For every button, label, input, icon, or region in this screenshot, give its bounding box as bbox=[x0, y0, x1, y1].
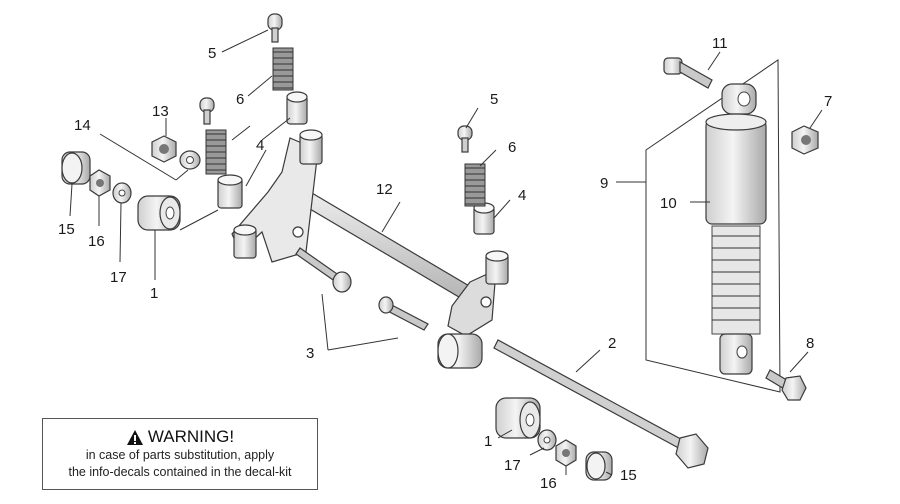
callout-8: 8 bbox=[806, 335, 814, 352]
nut-7 bbox=[791, 125, 819, 155]
callout-13: 13 bbox=[152, 103, 169, 120]
callout-5-right: 5 bbox=[490, 91, 498, 108]
bolt-8 bbox=[765, 369, 807, 401]
shock-absorber bbox=[645, 59, 781, 393]
callout-1-right: 1 bbox=[484, 433, 492, 450]
warning-title-row: WARNING! bbox=[43, 427, 317, 447]
warning-line-2: the info-decals contained in the decal-k… bbox=[68, 465, 292, 479]
callout-16-left: 16 bbox=[88, 233, 105, 250]
axle-rod-12 bbox=[286, 181, 478, 301]
bushing-1-left bbox=[137, 195, 181, 231]
bolt-3-upper bbox=[295, 247, 352, 293]
callout-9: 9 bbox=[600, 175, 608, 192]
callout-2: 2 bbox=[608, 335, 616, 352]
nut-16-left bbox=[89, 169, 111, 197]
spring-6-upper bbox=[272, 47, 294, 91]
callout-4-left: 4 bbox=[256, 137, 264, 154]
bolt-3-lower bbox=[378, 296, 429, 331]
warning-triangle-icon bbox=[126, 429, 143, 445]
bush-4-right bbox=[473, 202, 509, 285]
shock-spring bbox=[711, 225, 761, 335]
warning-title: WARNING! bbox=[147, 427, 235, 446]
callout-1-left: 1 bbox=[150, 285, 158, 302]
axle-bolt-2 bbox=[493, 339, 709, 469]
pivot-bush bbox=[437, 333, 483, 369]
callout-17-right: 17 bbox=[504, 457, 521, 474]
washer-17-left bbox=[112, 182, 132, 204]
cap-15-right bbox=[585, 451, 613, 481]
callout-15-left: 15 bbox=[58, 221, 75, 238]
callout-12: 12 bbox=[376, 181, 393, 198]
washer-17-right bbox=[537, 429, 557, 451]
callout-11: 11 bbox=[712, 35, 728, 52]
callout-17-left: 17 bbox=[110, 269, 127, 286]
callout-6-right: 6 bbox=[508, 139, 516, 156]
nut-13 bbox=[151, 135, 177, 163]
callout-10: 10 bbox=[660, 195, 677, 212]
bolt-11 bbox=[663, 57, 713, 89]
bushing-1-right bbox=[495, 397, 541, 439]
callout-6-upper: 6 bbox=[236, 91, 244, 108]
cap-15-left bbox=[61, 151, 91, 185]
callout-14: 14 bbox=[74, 117, 91, 134]
washer-14 bbox=[179, 150, 201, 170]
leader-lines bbox=[69, 29, 823, 476]
callout-5-upper: 5 bbox=[208, 45, 216, 62]
callout-7: 7 bbox=[824, 93, 832, 110]
callout-16-right: 16 bbox=[540, 475, 557, 492]
nut-16-right bbox=[555, 439, 577, 467]
spring-6-left bbox=[205, 129, 227, 175]
callout-15-right: 15 bbox=[620, 467, 637, 484]
callout-labels: 5 6 4 13 14 15 16 17 1 12 3 5 6 4 2 1 17… bbox=[58, 35, 832, 492]
callout-4-right: 4 bbox=[518, 187, 526, 204]
pin-5 bbox=[199, 13, 473, 153]
spring-6-right bbox=[464, 163, 486, 207]
callout-3: 3 bbox=[306, 345, 314, 362]
warning-notice: WARNING! in case of parts substitution, … bbox=[42, 418, 318, 490]
bush-4-left bbox=[217, 91, 323, 259]
warning-line-1: in case of parts substitution, apply bbox=[85, 448, 275, 462]
